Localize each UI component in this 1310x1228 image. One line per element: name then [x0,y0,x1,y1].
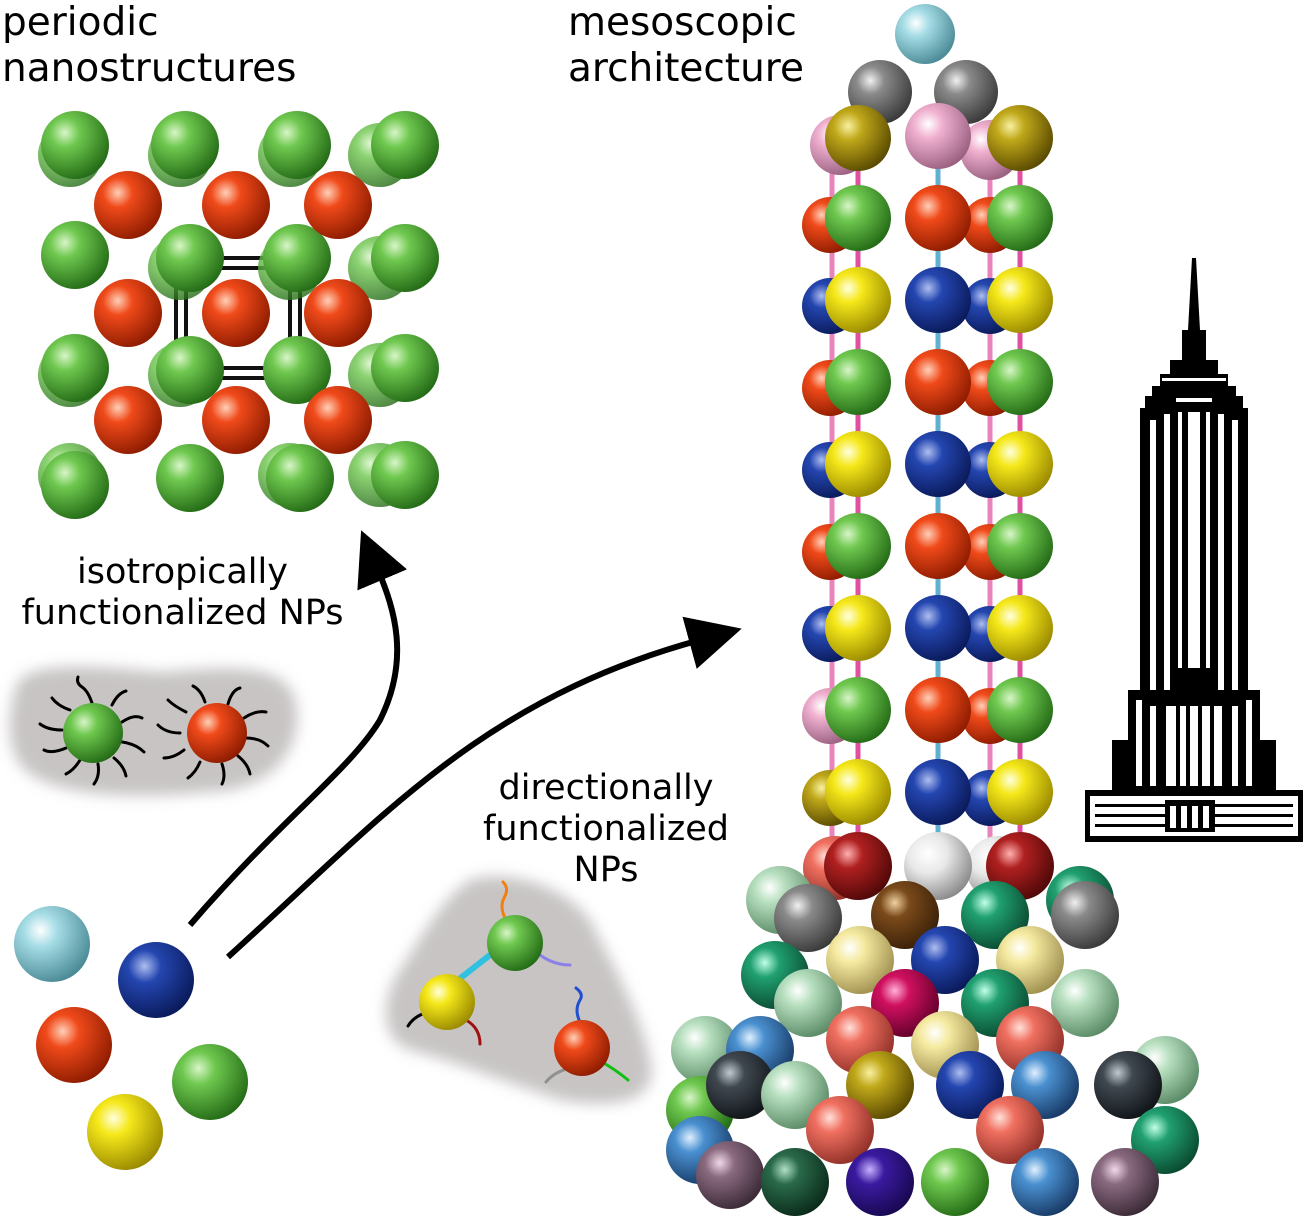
nanoparticle-tower-icon [666,4,1199,1216]
directional-green-np [487,915,543,971]
directional-red-np [554,1020,610,1076]
free-yellow-np [87,1094,163,1170]
isotropic-halo [9,666,298,796]
free-cyan-np [14,906,90,982]
free-green-np [172,1044,248,1120]
title-periodic-nanostructures: periodic nanostructures [2,0,297,91]
free-nanoparticles [14,906,248,1170]
label-iso-line1: isotropically [77,552,288,592]
curved-arrow-to-tower-icon [225,616,742,960]
free-red-np [36,1007,112,1083]
tower-top [810,4,1053,180]
lattice-green-spheres [41,111,439,519]
isotropic-green-np [63,703,123,763]
directional-np-illustration [386,876,652,1104]
tower-base-lower [666,1016,1199,1216]
label-isotropic-nps: isotropically functionalized NPs [0,552,365,634]
title-periodic-line2: nanostructures [2,45,297,91]
tower-transition [803,832,1054,900]
isotropic-ligands [38,675,270,786]
curved-arrow-icon [187,530,408,927]
title-mesoscopic-architecture: mesoscopic architecture [568,0,804,91]
directional-ligands [406,880,630,1084]
tower-base-upper [741,866,1119,1079]
label-iso-line2: functionalized NPs [21,592,344,633]
label-dir-line2: functionalized [483,808,729,849]
skyscraper-icon [1085,258,1303,842]
title-periodic-line1: periodic [2,0,159,45]
label-dir-line3: NPs [573,849,639,890]
crystal-lattice-icon [38,111,439,519]
label-dir-line1: directionally [498,768,714,808]
free-blue-np [118,942,194,1018]
isotropic-np-illustration [9,666,298,796]
label-directional-nps: directionally functionalized NPs [468,768,744,891]
tower-rows [802,185,1053,826]
title-meso-line2: architecture [568,45,804,91]
isotropic-red-np [187,703,247,763]
lattice-red-spheres [94,171,372,454]
directional-yellow-np [419,974,475,1030]
title-meso-line1: mesoscopic [568,0,797,45]
